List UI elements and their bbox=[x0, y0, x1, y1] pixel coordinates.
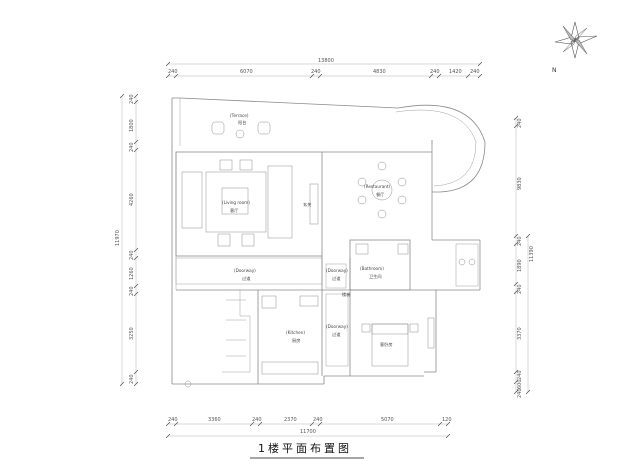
dim-left-3: 4260 bbox=[129, 193, 135, 206]
dim-right-1: 9830 bbox=[517, 177, 523, 190]
dim-left-0: 240 bbox=[129, 94, 135, 104]
label-stairs-zh: 楼梯 bbox=[342, 291, 350, 298]
plan-title: 1楼平面布置图 bbox=[258, 441, 352, 455]
dim-right-8: 240 bbox=[517, 388, 523, 398]
dim-right-5: 3370 bbox=[517, 327, 523, 340]
dim-top-0: 240 bbox=[168, 69, 178, 75]
dim-left-6: 240 bbox=[129, 286, 135, 296]
dim-right-4: 240 bbox=[517, 284, 523, 294]
dim-bottom-2: 240 bbox=[252, 417, 262, 423]
compass-icon bbox=[554, 21, 598, 59]
label-living-zh: 客厅 bbox=[230, 207, 238, 214]
label-bedroom-zh: 客卧房 bbox=[380, 341, 393, 348]
furniture bbox=[181, 121, 476, 375]
label-dining-zh: 餐厅 bbox=[376, 191, 384, 198]
dim-top-3: 4830 bbox=[373, 69, 386, 75]
dim-left-5: 1260 bbox=[129, 267, 135, 280]
dim-bottom-5: 5070 bbox=[381, 417, 394, 423]
dim-bottom-0: 240 bbox=[168, 417, 178, 423]
label-corridor3-zh: 过道 bbox=[332, 331, 341, 338]
label-living-en: (Living room) bbox=[222, 200, 250, 205]
dim-right-2: 240 bbox=[517, 236, 523, 246]
left-dimension: 240 1800 240 4260 240 1260 240 3250 240 … bbox=[115, 93, 139, 387]
dim-right-total: 11390 bbox=[529, 246, 535, 262]
dim-left-1: 1800 bbox=[129, 119, 135, 132]
label-corridor2-zh: 过道 bbox=[332, 275, 341, 282]
dim-left-2: 240 bbox=[129, 142, 135, 152]
dim-left-4: 240 bbox=[129, 250, 135, 260]
label-terrace-en: (Terrace) bbox=[230, 113, 249, 118]
right-dimension: 240 9830 240 1890 240 3370 240 600 240 1… bbox=[513, 115, 535, 398]
label-corridor1-zh: 过道 bbox=[242, 275, 251, 282]
label-entry-zh: 玄关 bbox=[303, 201, 311, 208]
label-terrace-zh: 阳台 bbox=[238, 119, 246, 126]
label-corridor2-en: (Doorway) bbox=[326, 268, 348, 273]
dim-bottom-6: 120 bbox=[442, 417, 452, 423]
dim-left-8: 240 bbox=[129, 374, 135, 384]
dim-right-7: 600 bbox=[517, 379, 523, 389]
top-dimension: 13800 240 6070 240 4830 240 1420 240 bbox=[165, 58, 483, 79]
dim-bottom-3: 2370 bbox=[284, 417, 297, 423]
dim-top-5: 1420 bbox=[449, 69, 462, 75]
label-dining-en: (Restaurant) bbox=[364, 184, 391, 189]
north-label: N bbox=[552, 67, 557, 74]
label-bathroom-en: (Bathroom) bbox=[360, 266, 384, 271]
label-kitchen-zh: 厨房 bbox=[292, 337, 300, 344]
label-bathroom-zh: 卫生间 bbox=[369, 273, 382, 280]
dim-right-3: 1890 bbox=[517, 259, 523, 272]
label-corridor1-en: (Doorway) bbox=[234, 268, 256, 273]
dim-top-6: 240 bbox=[470, 69, 480, 75]
label-corridor3-en: (Doorway) bbox=[326, 324, 348, 329]
dim-right-0: 240 bbox=[517, 118, 523, 128]
dim-bottom-1: 3360 bbox=[208, 417, 221, 423]
dim-top-total: 13800 bbox=[318, 58, 334, 64]
dim-right-6: 240 bbox=[517, 370, 523, 380]
building-outline bbox=[171, 97, 486, 388]
dim-top-2: 240 bbox=[311, 69, 321, 75]
dim-left-total: 11970 bbox=[115, 230, 121, 246]
dim-top-1: 6070 bbox=[240, 69, 253, 75]
dim-left-7: 3250 bbox=[129, 327, 135, 340]
dim-bottom-4: 240 bbox=[313, 417, 323, 423]
label-kitchen-en: (Kitchen) bbox=[286, 330, 305, 335]
bottom-dimension: 240 3360 240 2370 240 5070 120 11700 bbox=[165, 417, 452, 439]
dim-bottom-total: 11700 bbox=[300, 429, 316, 435]
dim-top-4: 240 bbox=[430, 69, 440, 75]
